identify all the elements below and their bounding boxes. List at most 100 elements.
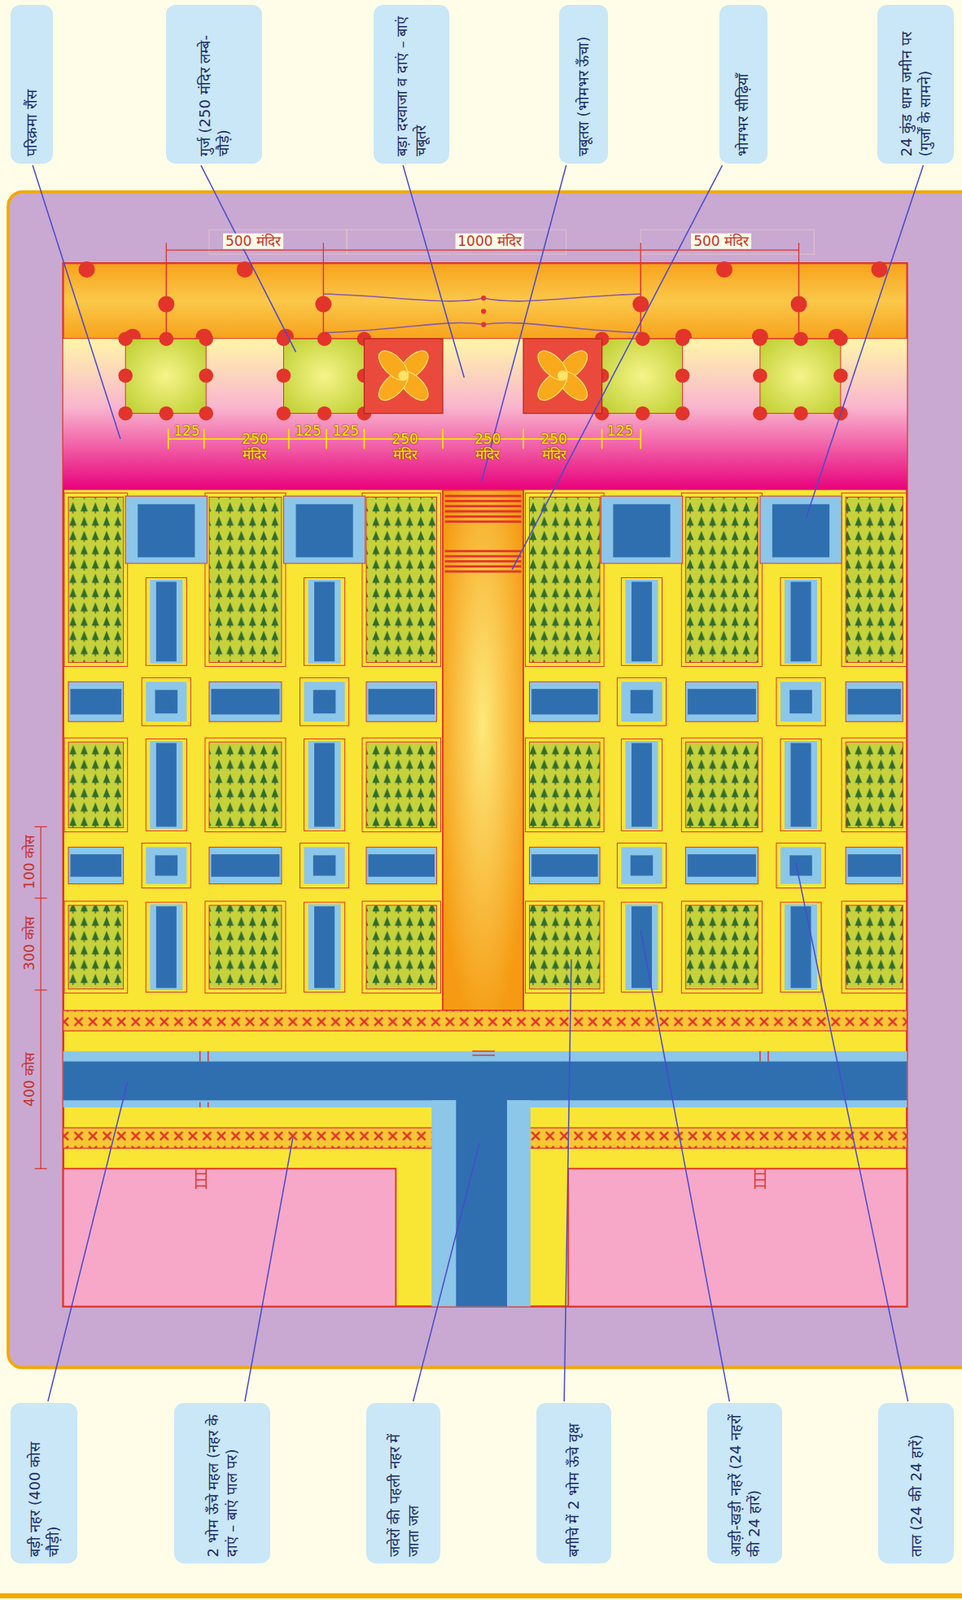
gurj-dot bbox=[118, 331, 133, 346]
dimension-label: 500 मंदिर bbox=[223, 232, 284, 249]
stair-step bbox=[445, 555, 522, 558]
canal-bank bbox=[68, 681, 124, 722]
cross-canal bbox=[69, 853, 122, 877]
cross-canal bbox=[210, 688, 280, 714]
taal-frame bbox=[776, 677, 826, 726]
taal bbox=[630, 689, 654, 713]
callout-text: बगीचे में 2 भोम ऊँचे वृक्ष bbox=[564, 1408, 584, 1557]
garden-frame bbox=[205, 900, 286, 993]
dimension-label: 500 मंदिर bbox=[690, 232, 752, 249]
garden-frame bbox=[362, 737, 442, 831]
canal-bank bbox=[308, 740, 342, 829]
strip-dots bbox=[78, 261, 888, 346]
cross-canal bbox=[210, 853, 280, 877]
gurj bbox=[602, 338, 683, 414]
gurj-dot bbox=[635, 331, 651, 346]
taal bbox=[789, 854, 813, 875]
cross-canal bbox=[631, 581, 652, 661]
canal-bank bbox=[149, 904, 183, 990]
callout-box: बड़ी नहर (400 कोस चौड़ी) bbox=[10, 1402, 79, 1563]
dimension-label: 125 bbox=[294, 423, 321, 439]
cross-canal bbox=[848, 853, 901, 877]
taal-bank bbox=[780, 681, 822, 722]
taal-bank bbox=[304, 846, 346, 884]
gurj-dot bbox=[276, 368, 292, 384]
cross-canal bbox=[368, 853, 435, 877]
cross-canal bbox=[531, 853, 598, 877]
gurj-dot bbox=[276, 406, 292, 421]
garden bbox=[209, 905, 282, 989]
canal-bank bbox=[149, 579, 183, 664]
canal-frame bbox=[145, 577, 187, 665]
dimension-label: 250 मंदिर bbox=[535, 431, 573, 462]
cross-canal bbox=[368, 688, 435, 714]
canal-bank bbox=[529, 846, 600, 884]
callout-box: आड़ी-खड़ी नहरें (24 नहरों की 24 हारें) bbox=[707, 1402, 783, 1563]
canal-bank bbox=[784, 740, 818, 829]
cross-canal bbox=[156, 743, 177, 827]
cross-canal bbox=[314, 743, 335, 827]
mahal bbox=[568, 1167, 907, 1306]
garden-frame bbox=[64, 900, 128, 993]
canal-frame bbox=[304, 901, 346, 992]
taal bbox=[155, 689, 179, 713]
dimension-label: 100 कोस bbox=[21, 832, 38, 892]
garden bbox=[68, 905, 124, 989]
leader-lines bbox=[32, 165, 923, 1401]
garden-frame bbox=[525, 492, 605, 666]
garden bbox=[209, 741, 282, 827]
callout-box: 24 कुंड धाम जमीन पर (गुर्जों के सामने) bbox=[877, 4, 954, 163]
taal-frame bbox=[616, 842, 666, 888]
gurj-dot bbox=[833, 331, 849, 346]
flower-center bbox=[397, 370, 409, 381]
stair-step bbox=[445, 494, 522, 498]
stair-step bbox=[445, 515, 522, 518]
dimension-label: 125 bbox=[173, 423, 200, 439]
garden bbox=[845, 741, 903, 827]
garden bbox=[845, 905, 903, 989]
gurj-dot bbox=[752, 331, 768, 346]
garden bbox=[845, 496, 903, 662]
taal bbox=[313, 689, 337, 713]
canal-bank bbox=[308, 579, 342, 664]
callout-text: गुर्ज (250 मंदिर लम्बे-चौड़े) bbox=[196, 11, 233, 157]
flower-center bbox=[557, 370, 569, 381]
cross-canal bbox=[531, 688, 598, 714]
callout-text: जवेरों की पहली नहर में जाता जल bbox=[384, 1408, 422, 1557]
gurj-dot bbox=[793, 406, 809, 421]
taal-bank bbox=[620, 846, 662, 884]
gurj bbox=[125, 338, 206, 414]
first-canal bbox=[455, 1091, 508, 1306]
garden bbox=[685, 496, 758, 662]
taal bbox=[630, 854, 654, 875]
gurj bbox=[760, 338, 841, 414]
taal-frame bbox=[616, 677, 666, 726]
callout-box: ताल (24 की 24 हारें) bbox=[878, 1402, 954, 1563]
cross-canal bbox=[69, 688, 122, 714]
stair-step bbox=[445, 510, 522, 513]
cross-canal bbox=[848, 688, 901, 714]
taal-frame bbox=[300, 842, 350, 888]
dimension-label: 125 bbox=[607, 423, 634, 439]
callout-text: बड़ा दरवाजा व दाएं – बाएं चबूतरे bbox=[393, 11, 430, 157]
dimension-label: 250 मंदिर bbox=[468, 431, 507, 462]
gurj-dot bbox=[198, 331, 214, 346]
taal-bank bbox=[145, 681, 187, 722]
garden-frame bbox=[841, 900, 907, 993]
garden bbox=[366, 741, 437, 827]
dimension-label: 250 मंदिर bbox=[236, 431, 274, 462]
canal-bank bbox=[308, 904, 342, 990]
canal-bank bbox=[845, 846, 903, 884]
dimension-label: 1000 मंदिर bbox=[454, 232, 525, 249]
canal-bank bbox=[625, 740, 658, 829]
taal-bank bbox=[780, 846, 822, 884]
dimension-label: 300 कोस bbox=[21, 914, 38, 974]
callout-text: 24 कुंड धाम जमीन पर (गुर्जों के सामने) bbox=[896, 11, 934, 157]
stair-step bbox=[445, 504, 522, 508]
callout-text: आड़ी-खड़ी नहरें (24 नहरों की 24 हारें) bbox=[726, 1408, 764, 1557]
canal-frame bbox=[780, 738, 822, 831]
garden-frame bbox=[681, 737, 762, 831]
canal-bank bbox=[784, 579, 818, 664]
petal bbox=[373, 345, 413, 385]
gurj-dot bbox=[317, 331, 333, 346]
